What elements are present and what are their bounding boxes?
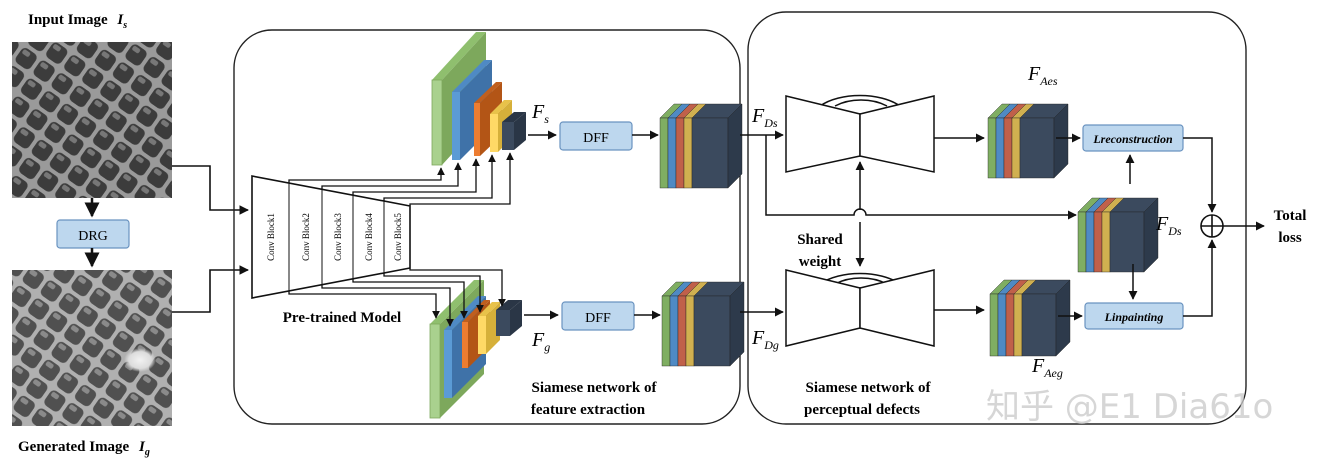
watermark: 知乎 @E1 Dia61o <box>986 387 1273 427</box>
perceptual-defects-caption-1: Siamese network of <box>806 380 932 396</box>
conv-block-5: Conv Block5 <box>393 213 403 261</box>
input-image-title: Input Image Is <box>28 12 127 31</box>
feature-cube-faes <box>987 103 1069 179</box>
dff-label-top: DFF <box>583 131 609 146</box>
fds2-label: FDs <box>1155 213 1182 238</box>
feature-cube-faes-slice-0 <box>987 117 997 179</box>
perceptual-defects-panel <box>747 11 1247 425</box>
feature-cube-faeg <box>989 279 1071 357</box>
feature-cube-bottom-side <box>729 281 745 367</box>
feature-cube-faeg-side <box>1055 279 1071 357</box>
perceptual-defects-caption-2: perceptual defects <box>804 402 920 418</box>
conv-block-labels: Conv Block1 Conv Block2 Conv Block3 Conv… <box>266 213 403 261</box>
feature-cube-bottom-slice-0 <box>661 295 671 367</box>
generated-image-title: Generated Image Ig <box>18 439 150 458</box>
arrow-input-model <box>172 165 249 215</box>
feature-cube-faes-side <box>1053 103 1069 179</box>
feature-cube-bottom-slice-2 <box>677 295 687 367</box>
feature-cube-bottom-slice-1 <box>669 295 679 367</box>
feature-extraction-caption-2: feature extraction <box>531 402 646 418</box>
feature-cube-faes-slice-4 <box>1019 117 1055 179</box>
conv-block-3: Conv Block3 <box>333 213 343 261</box>
arrow-generated-model <box>172 265 249 313</box>
total-loss-label: Total <box>1274 208 1307 224</box>
faeg-label: FAeg <box>1031 355 1063 380</box>
feature-cube-faeg-slice-4 <box>1021 293 1057 357</box>
feature-cube-bottom-slice-4 <box>693 295 731 367</box>
feature-cube-top-slice-4 <box>691 117 729 189</box>
pretrained-model-label: Pre-trained Model <box>283 310 401 326</box>
fg-label: Fg <box>531 329 550 354</box>
feature-cube-fds <box>1077 197 1159 273</box>
feature-cubes <box>659 103 1159 367</box>
feature-cube-faes-slice-2 <box>1003 117 1013 179</box>
feature-cube-fds-slice-1 <box>1085 211 1095 273</box>
feature-extraction-panel <box>233 29 741 425</box>
dff-box-bottom <box>561 301 635 331</box>
conv-block-dividers <box>288 183 385 291</box>
feature-cube-fds-side <box>1143 197 1159 273</box>
conv-block-1: Conv Block1 <box>266 213 276 261</box>
feature-cube-faeg-slice-1 <box>997 293 1007 357</box>
feature-cube-faes-slice-1 <box>995 117 1005 179</box>
feature-cube-top-slice-3 <box>683 117 693 189</box>
conv-block-2: Conv Block2 <box>301 213 311 261</box>
autoencoder-top <box>785 94 935 173</box>
feature-cube-faeg-slice-0 <box>989 293 999 357</box>
feature-cube-fds-slice-0 <box>1077 211 1087 273</box>
arrows-model-to-bottom <box>288 268 506 327</box>
feature-cube-top-slice-2 <box>675 117 685 189</box>
feature-pyramid-bottom <box>429 280 522 419</box>
dff-box-top <box>559 121 633 151</box>
fds-label: FDs <box>751 105 778 130</box>
feature-cube-fds-slice-4 <box>1109 211 1145 273</box>
generated-image <box>12 270 172 426</box>
feature-cube-top-slice-0 <box>659 117 669 189</box>
fdg-label: FDg <box>751 327 779 352</box>
conv-block-4: Conv Block4 <box>364 213 374 261</box>
fs-label: Fs <box>531 101 549 126</box>
sum-node <box>1200 214 1224 238</box>
feature-cube-fds-slice-3 <box>1101 211 1111 273</box>
feature-cube-faeg-slice-3 <box>1013 293 1023 357</box>
autoencoder-bottom <box>785 269 935 347</box>
feature-cube-top-side <box>727 103 743 189</box>
dff-label-bottom: DFF <box>585 311 611 326</box>
feature-cube-top-slice-1 <box>667 117 677 189</box>
total-loss-label-2: loss <box>1278 230 1302 246</box>
arrow-recon-sum <box>1183 137 1217 213</box>
feature-cube-bottom <box>661 281 745 367</box>
feature-cube-fds-slice-2 <box>1093 211 1103 273</box>
feature-cube-faeg-slice-2 <box>1005 293 1015 357</box>
feature-cube-bottom-slice-3 <box>685 295 695 367</box>
drg-label: DRG <box>78 229 108 244</box>
arrows-model-to-top <box>288 152 514 206</box>
faes-label: FAes <box>1027 63 1058 88</box>
reconstruction-loss-label: Lreconstruction <box>1092 132 1173 146</box>
shared-weight-label-2: weight <box>799 254 842 270</box>
feature-cube-faes-slice-3 <box>1011 117 1021 179</box>
arrow-inpaint-sum <box>1183 239 1217 317</box>
inpainting-loss-label: Linpainting <box>1104 310 1164 324</box>
shared-weight-label: Shared <box>797 232 843 248</box>
feature-pyramid-top <box>431 32 526 166</box>
defect-blob <box>124 348 156 372</box>
feature-extraction-caption-1: Siamese network of <box>532 380 658 396</box>
feature-cube-top <box>659 103 743 189</box>
input-image <box>12 42 172 198</box>
skip-connection <box>765 135 1077 220</box>
